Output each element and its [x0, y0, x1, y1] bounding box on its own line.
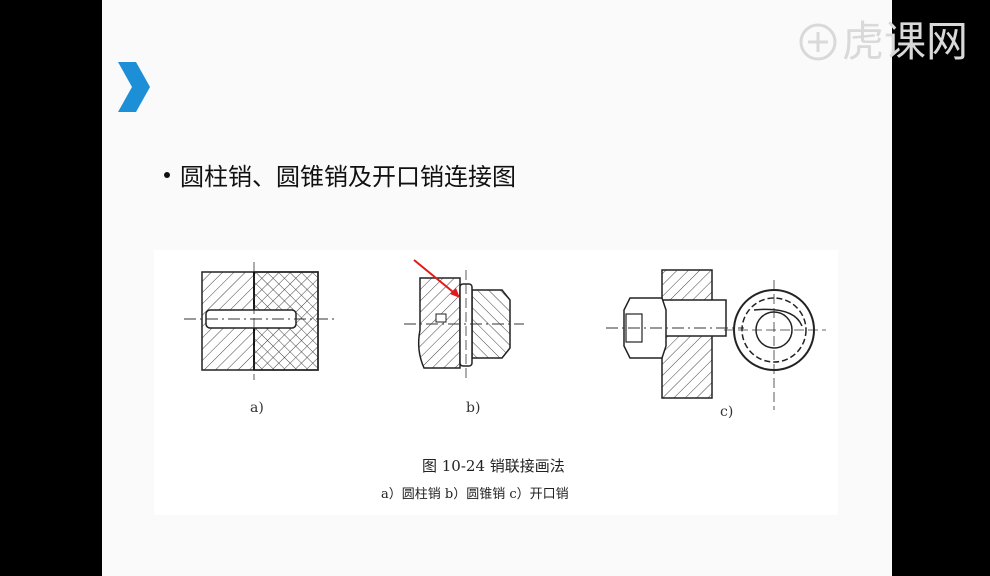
drawing-c-split-pin	[606, 269, 826, 410]
watermark: 虎课网	[798, 14, 968, 70]
tiger-logo-icon	[799, 23, 837, 61]
bullet-item: 圆柱销、圆锥销及开口销连接图	[164, 157, 516, 192]
watermark-text: 虎课网	[841, 17, 968, 66]
chevron-right-icon	[118, 62, 150, 112]
figure-caption: 图 10-24 销联接画法	[422, 457, 565, 475]
slide: 圆柱销、圆锥销及开口销连接图	[102, 0, 892, 576]
label-c: c)	[720, 404, 734, 420]
pin-connection-figure: a) b) c) 图 10-24 销联接画法 a）圆柱销 b）圆锥销 c）开口销	[154, 250, 838, 515]
annotation-arrow	[413, 259, 459, 297]
drawing-a-cylindrical-pin	[184, 262, 334, 380]
figure-subcaption: a）圆柱销 b）圆锥销 c）开口销	[381, 487, 569, 502]
bullet-dot	[164, 171, 170, 178]
figure-drawing	[184, 259, 826, 410]
bullet-text: 圆柱销、圆锥销及开口销连接图	[180, 163, 516, 191]
label-b: b)	[466, 400, 481, 416]
label-a: a)	[250, 400, 264, 416]
drawing-b-taper-pin	[404, 259, 524, 380]
